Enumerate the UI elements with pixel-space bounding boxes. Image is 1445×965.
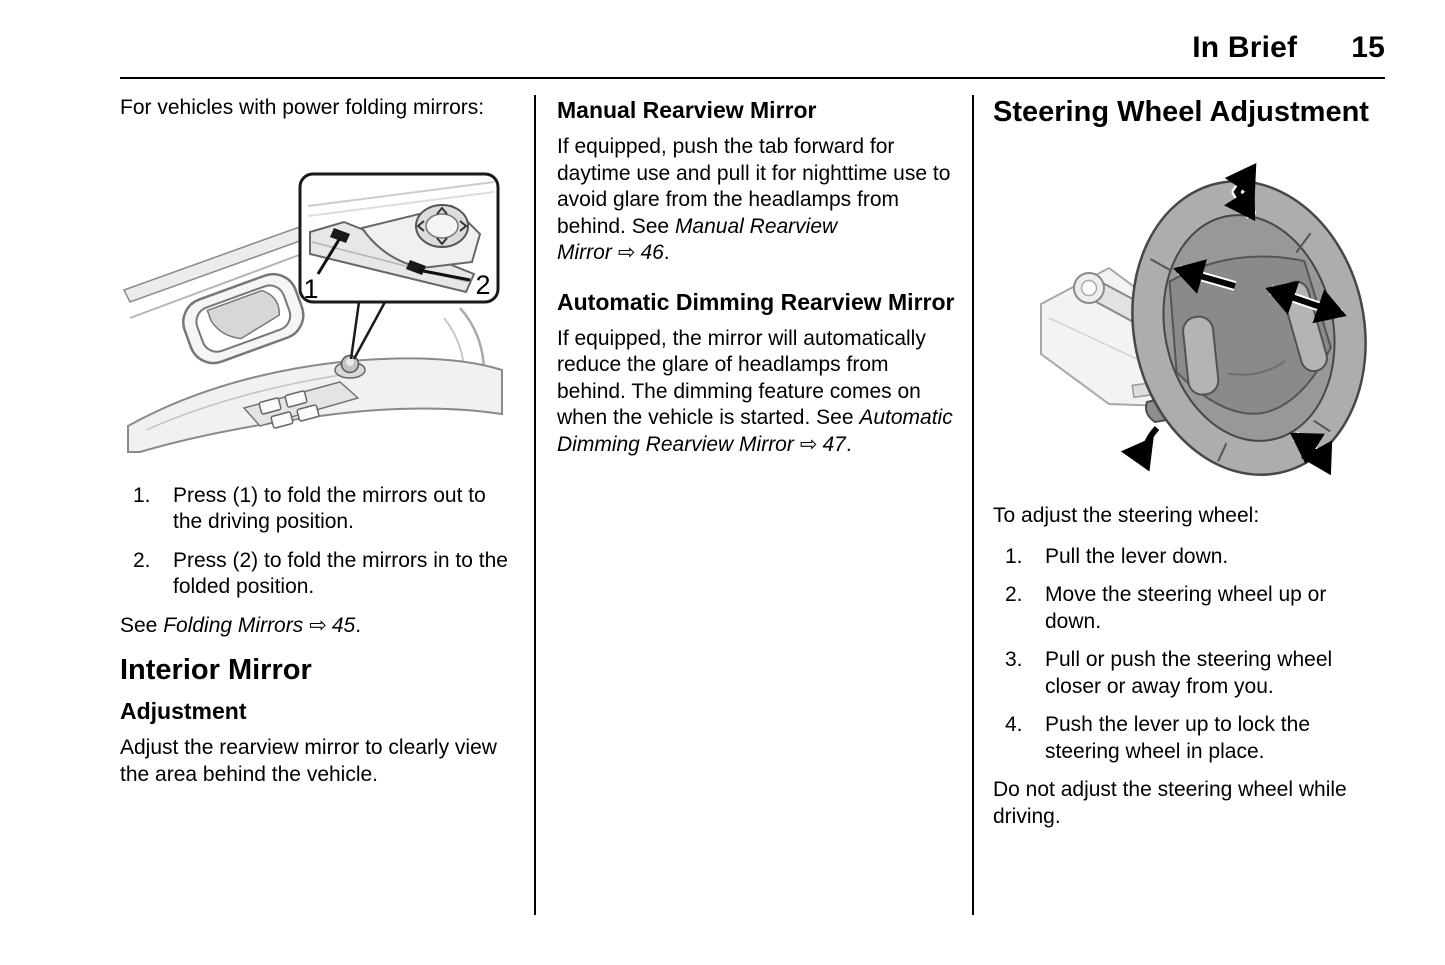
list-item: 1. Pull the lever down. (1005, 544, 1229, 568)
cross-reference-link: Manual Rearview Mirror (557, 214, 838, 265)
telescope-arrow-icon (1173, 259, 1347, 324)
subheading-automatic-dimming-mirror: Automatic Dimming Rearview Mirror (557, 288, 955, 315)
steering-adjustment-steps: 1. Pull the lever down. 2. Move the stee… (993, 544, 1388, 766)
rim-tilt-arrow-icon (1289, 431, 1333, 476)
page-reference-arrow-icon: ⇨ (309, 613, 327, 637)
list-item: 1. Press (1) to fold the mirrors out to … (133, 483, 486, 534)
list-item: 3. Pull or push the steering wheel close… (1005, 648, 1333, 698)
steering-wheel-figure (1039, 156, 1388, 491)
cross-reference-link: Folding Mirrors (163, 613, 304, 637)
manual-mirror-paragraph: If equipped, push the tab forward for da… (557, 135, 951, 265)
fold-out-button (330, 227, 350, 243)
adjustment-knob (415, 203, 469, 248)
folding-mirrors-steps: 1. Press (1) to fold the mirrors out to … (120, 483, 512, 601)
figure-callout-2: 2 (475, 270, 490, 300)
warning-paragraph: Do not adjust the steering wheel while d… (993, 778, 1347, 828)
steering-intro-paragraph: To adjust the steering wheel: (993, 504, 1260, 527)
door-mirror-controls-figure: 1 2 (122, 168, 512, 459)
list-item: 4. Push the lever up to lock the steerin… (1005, 713, 1310, 763)
column-left: For vehicles with power folding mirrors: (120, 95, 512, 802)
automatic-dimming-paragraph: If equipped, the mirror will automatical… (557, 326, 953, 456)
list-item: 2. Move the steering wheel up or down. (1005, 583, 1327, 633)
list-item: 2. Press (2) to fold the mirrors in to t… (133, 548, 508, 599)
page-header: In Brief 15 (1192, 31, 1385, 65)
see-reference: See Folding Mirrors⇨45. (120, 613, 362, 637)
tilt-up-down-arrow-icon (1224, 163, 1258, 222)
section-heading-steering-wheel-adjustment: Steering Wheel Adjustment (993, 96, 1369, 128)
mirror-control-knob (334, 354, 366, 379)
intro-paragraph: For vehicles with power folding mirrors: (120, 96, 485, 119)
column-right: Steering Wheel Adjustment (993, 95, 1388, 844)
header-page-number: 15 (1351, 31, 1385, 64)
door-handle (182, 272, 305, 364)
callout-inset: 1 2 (298, 172, 500, 304)
page-reference-arrow-icon: ⇨ (799, 432, 818, 456)
page-reference-arrow-icon: ⇨ (617, 241, 636, 264)
column-divider (534, 95, 536, 915)
door-illustration: 1 2 (122, 172, 503, 453)
steering-wheel-illustration (1040, 163, 1367, 476)
cross-reference-link: Automatic Dimming Rearview Mirror (557, 406, 953, 456)
subheading-manual-rearview-mirror: Manual Rearview Mirror (557, 97, 817, 123)
figure-callout-1: 1 (303, 274, 318, 304)
subheading-adjustment: Adjustment (120, 698, 247, 724)
header-section-title: In Brief (1192, 31, 1298, 64)
adjustment-paragraph: Adjust the rearview mirror to clearly vi… (120, 736, 497, 786)
window-switches (242, 380, 360, 429)
section-heading-interior-mirror: Interior Mirror (120, 654, 312, 686)
column-divider (972, 95, 974, 915)
header-rule (120, 77, 1385, 79)
lever-down-arrow-icon (1120, 424, 1161, 472)
column-middle: Manual Rearview Mirror If equipped, push… (557, 95, 955, 472)
